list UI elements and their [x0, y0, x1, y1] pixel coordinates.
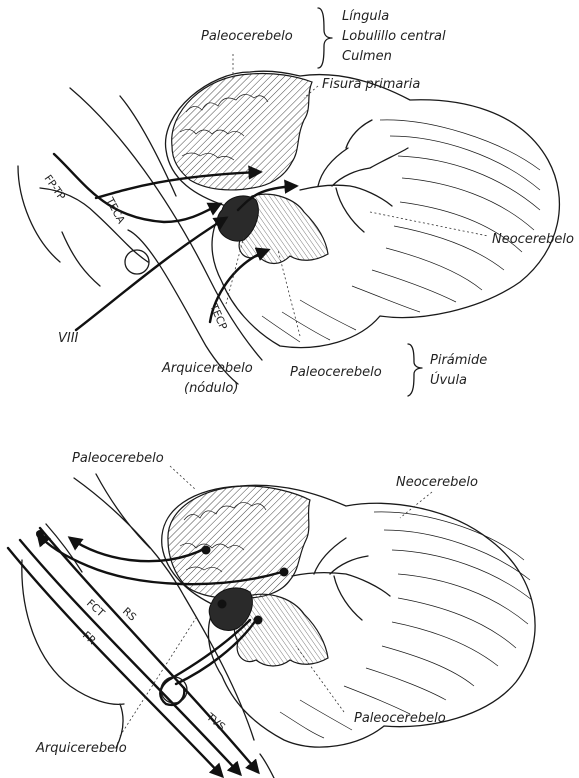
top-brace-lower	[408, 344, 422, 396]
top-tract-fp-tp: FP-TP	[42, 173, 68, 203]
bottom-paleo-lower-label: Paleocerebelo	[354, 711, 446, 726]
top-paleo-upper-label: Paleocerebelo	[201, 29, 293, 44]
top-lobe-lingula: Língula	[342, 9, 389, 24]
top-arbor-vitae	[300, 120, 408, 232]
bottom-neo-label: Neocerebelo	[396, 475, 478, 490]
bottom-leader-archi	[120, 618, 196, 736]
top-tract-teca: TECA	[103, 195, 127, 227]
top-lobe-piramide: Pirámide	[430, 353, 487, 368]
bottom-posterior-folia	[280, 512, 532, 738]
top-fiber-viii	[76, 218, 226, 330]
top-leader-paleo-lower	[278, 250, 300, 336]
top-lobe-uvula: Úvula	[430, 372, 467, 388]
top-neo-label: Neocerebelo	[492, 232, 574, 247]
top-archi-sublabel: (nódulo)	[184, 381, 238, 396]
top-paleo-lower-label: Paleocerebelo	[290, 365, 382, 380]
bottom-nucleus-dot-5	[36, 530, 44, 538]
bottom-leader-paleo-upper	[170, 466, 196, 490]
bottom-nucleus-dot-4	[254, 616, 263, 625]
top-diagram: Paleocerebelo Língula Lobulillo central …	[18, 8, 574, 396]
top-fissure-label: Fisura primaria	[322, 77, 420, 92]
bottom-diagram: Paleocerebelo Neocerebelo FCT RS FR TVS …	[8, 451, 535, 778]
top-leader-neo	[370, 212, 488, 236]
top-brace-upper	[318, 8, 332, 68]
top-tract-viii: VIII	[58, 331, 79, 346]
bottom-nucleus-dot-3	[218, 600, 227, 609]
bottom-paleo-upper-label: Paleocerebelo	[72, 451, 164, 466]
bottom-nucleus-dot-1	[202, 546, 211, 555]
bottom-arbor-vitae	[292, 538, 390, 620]
top-lobe-lobulillo: Lobulillo central	[342, 29, 446, 44]
top-archi-label: Arquicerebelo	[161, 361, 253, 376]
top-lobe-culmen: Culmen	[342, 49, 392, 64]
bottom-archi-label: Arquicerebelo	[35, 741, 127, 756]
top-leader-archi	[226, 236, 244, 304]
bottom-nucleus-dot-2	[280, 568, 289, 577]
